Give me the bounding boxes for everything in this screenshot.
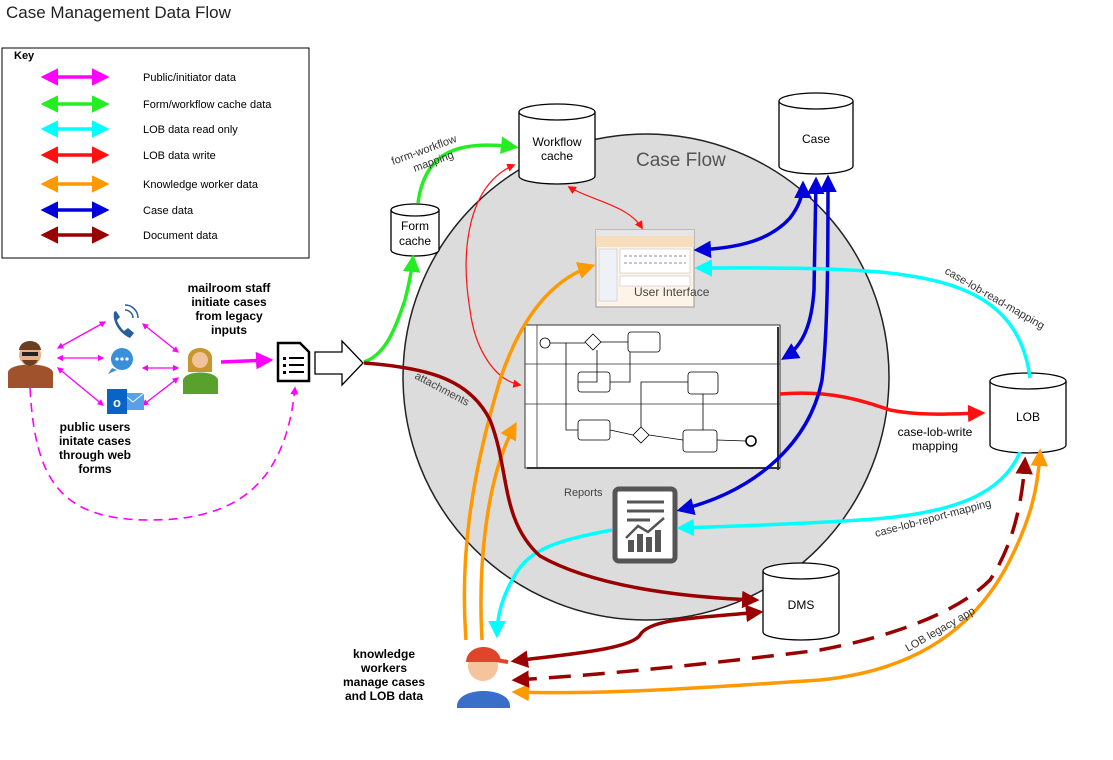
dms-store-label: DMS (788, 598, 815, 612)
case-lob-write-mapping-label: case-lob-write mapping (898, 425, 973, 453)
public-initiator-flows (29, 321, 299, 521)
lob-legacy-app-label: LOB legacy app (904, 605, 978, 655)
process-model-thumbnail (524, 324, 781, 470)
workflow-cache-label-1: Workflow (532, 135, 581, 149)
svg-text:o: o (113, 395, 121, 410)
svg-text:and LOB data: and LOB data (345, 689, 423, 703)
legend-label: Form/workflow cache data (143, 99, 272, 111)
knowledge-workers-label: knowledge workers manage cases and LOB d… (343, 647, 425, 703)
diagram-title: Case Management Data Flow (6, 3, 232, 22)
form-workflow-flows (363, 136, 519, 364)
reports-label: Reports (564, 487, 603, 499)
svg-text:initiate cases: initiate cases (191, 295, 267, 309)
svg-text:public users: public users (60, 420, 131, 434)
workflow-cache-label-2: cache (541, 149, 573, 163)
user-interface-thumbnail: User Interface (595, 229, 710, 308)
svg-text:inputs: inputs (211, 323, 247, 337)
dms-store: DMS (762, 562, 840, 641)
form-cache-store: Form cache (390, 203, 440, 257)
case-store: Case (778, 92, 854, 175)
legend-label: Knowledge worker data (143, 179, 259, 191)
svg-text:from legacy: from legacy (195, 309, 263, 323)
svg-text:mapping: mapping (912, 439, 958, 453)
case-store-label: Case (802, 132, 830, 146)
legend-label: Public/initiator data (143, 72, 237, 84)
lob-store-label: LOB (1016, 410, 1040, 424)
legend-label: Case data (143, 205, 194, 217)
workflow-cache-store: Workflow cache (518, 103, 596, 185)
legend-label: LOB data write (143, 150, 216, 162)
case-flow-label: Case Flow (636, 150, 726, 171)
svg-text:through web: through web (59, 448, 131, 462)
form-cache-label-1: Form (401, 219, 429, 233)
document-data-flows (363, 361, 1033, 688)
legend-heading: Key (14, 50, 35, 62)
public-user-avatar (8, 341, 53, 388)
phone-icon (113, 304, 139, 338)
svg-text:manage cases: manage cases (343, 675, 425, 689)
case-lob-read-mapping-label: case-lob-read-mapping (943, 265, 1047, 332)
hollow-arrow-icon (314, 339, 364, 387)
user-interface-label: User Interface (634, 285, 710, 299)
legend-label: LOB data read only (143, 124, 238, 136)
lob-store: LOB (989, 372, 1067, 454)
mailroom-staff-label: mailroom staff initiate cases from legac… (188, 281, 272, 337)
chat-icon (108, 348, 133, 374)
knowledge-worker-avatar (457, 647, 510, 708)
reports-icon (612, 486, 678, 564)
svg-text:case-lob-write: case-lob-write (898, 425, 973, 439)
public-users-label: public users initate cases through web f… (59, 420, 131, 476)
svg-text:workers: workers (360, 661, 407, 675)
workflow-internal-flows (465, 163, 643, 388)
form-document-icon (276, 341, 311, 383)
form-cache-label-2: cache (399, 234, 431, 248)
outlook-icon: o (107, 389, 145, 414)
svg-text:forms: forms (78, 462, 112, 476)
svg-text:knowledge: knowledge (353, 647, 415, 661)
svg-text:mailroom staff: mailroom staff (188, 281, 272, 295)
svg-text:initate cases: initate cases (59, 434, 131, 448)
mailroom-staff-avatar (183, 348, 218, 394)
legend-label: Document data (143, 230, 218, 242)
